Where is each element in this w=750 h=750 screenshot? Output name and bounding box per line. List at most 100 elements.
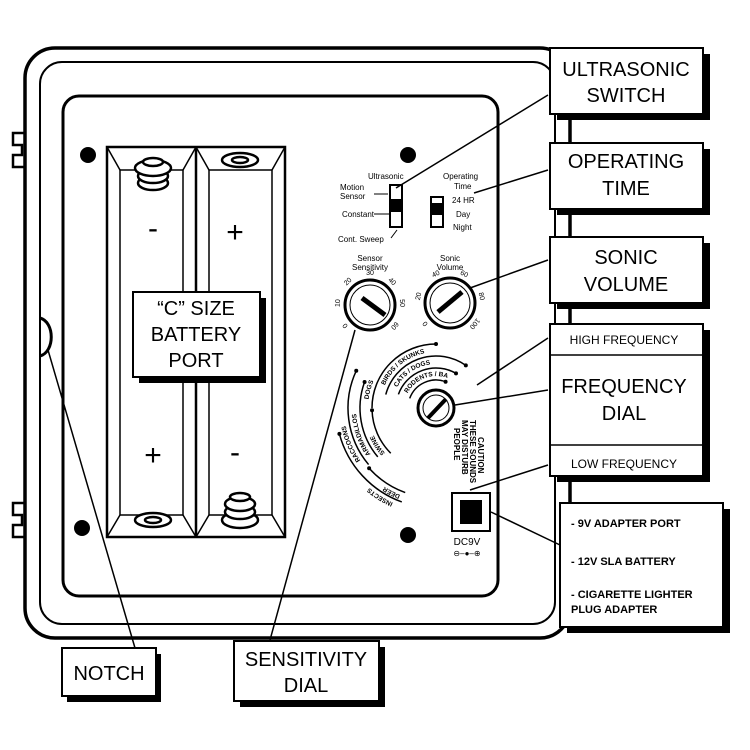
battery-contacts [133,151,260,530]
caution-line: MAY DISTURB [460,420,469,475]
hinge-tab-bottom [11,501,25,539]
operating-time-switch: Operating Time 24 HR Day Night [430,172,478,232]
polarity-mark: - [148,212,158,245]
sensitivity-knob-pointer [360,295,387,318]
svg-text:Volume: Volume [437,263,464,272]
tick-label: 10 [335,299,342,307]
switch-label-ultrasonic: Ultrasonic [368,172,404,181]
screw-hole [74,520,90,536]
tick-label: 40 [431,270,441,280]
polarity-mark: - [230,436,240,469]
frequency-band-arc [408,379,446,399]
caution-line: PEOPLE [452,428,461,461]
power-option: PLUG ADAPTER [571,604,657,616]
frequency-band-arc [359,381,379,458]
leader-lines [47,94,561,649]
caution-notice: CAUTION THESE SOUNDS MAY DISTURB PEOPLE [452,420,485,484]
polarity-marks: - + + - [144,212,244,472]
frequency-band-arc [371,343,437,409]
time-label-operating: Operating [443,172,478,181]
caution-line: CAUTION [476,437,485,474]
frequency-band-arrow [454,371,458,376]
time-switch-lever[interactable] [432,203,442,215]
volume-knob-pointer [436,290,464,314]
frequency-band-arrow [354,368,359,373]
callout-notch: NOTCH [61,647,161,702]
screw-hole [400,527,416,543]
svg-text:OPERATING: OPERATING [568,151,684,173]
frequency-band-arrow [367,466,372,471]
tick-label: 50 [398,299,405,307]
polarity-mark: + [226,216,244,249]
dc-label: DC9V [454,537,481,548]
frequency-band-arc [397,367,457,395]
callout-battery-port: “C” SIZE BATTERY PORT [132,291,266,383]
callout-sonic-volume: SONIC VOLUME [549,236,710,309]
flat-contact [133,511,173,529]
callout-ultrasonic-switch: ULTRASONIC SWITCH [549,47,710,120]
callout-sensitivity-dial: SENSITIVITY DIAL [233,640,385,707]
tick-label: 40 [386,277,397,288]
tick-label: 0 [342,322,350,330]
callout-frequency: HIGH FREQUENCY FREQUENCY DIAL LOW FREQUE… [549,323,710,482]
svg-text:TIME: TIME [602,178,650,200]
callout-power-options: - 9V ADAPTER PORT - 12V SLA BATTERY - CI… [559,502,730,633]
tick-label: 80 [477,292,485,301]
flat-contact [220,151,260,169]
dc-port: DC9V ⊖–●–⊕ [451,492,491,558]
notch [39,316,53,358]
tick-label: 0 [422,320,430,328]
hinge-tab-top [11,131,25,169]
frequency-dial [416,388,456,428]
time-label-day: Day [456,210,470,219]
frequency-dial-label: FREQUENCY [561,376,687,398]
tick-label: 20 [415,292,423,301]
power-option: - CIGARETTE LIGHTER [571,589,693,601]
frequency-band-arc [347,370,370,466]
polarity-mark: + [144,439,162,472]
switch-lever[interactable] [391,199,401,212]
svg-text:Sensitivity: Sensitivity [352,263,388,272]
caution-line: THESE SOUNDS [468,420,477,484]
time-label-time: Time [454,182,472,191]
svg-text:NOTCH: NOTCH [73,663,144,685]
switch-label-constant: Constant [342,210,375,219]
switch-label-motion: Motion [340,183,364,192]
svg-text:VOLUME: VOLUME [584,274,668,296]
switch-label-sweep: Cont. Sweep [338,235,384,244]
svg-text:SWITCH: SWITCH [587,85,666,107]
high-frequency-label: HIGH FREQUENCY [570,333,679,347]
dc-polarity-symbol: ⊖–●–⊕ [453,549,480,558]
low-frequency-label: LOW FREQUENCY [571,457,677,471]
frequency-band-arrow [463,363,468,368]
frequency-knob-pointer [426,397,448,420]
svg-text:PORT: PORT [168,350,223,372]
frequency-band-arrow [434,342,438,346]
svg-text:“C” SIZE: “C” SIZE [157,298,235,320]
svg-text:SENSITIVITY: SENSITIVITY [245,649,367,671]
svg-text:SONIC: SONIC [594,247,657,269]
frequency-band-arrow [370,408,375,413]
screw-hole [80,147,96,163]
screw-holes [74,147,416,543]
frequency-band-arrow [362,380,367,385]
frequency-band-arrow [337,431,342,436]
switch-label-sensor: Sensor [340,192,366,201]
spring-contact [220,491,260,530]
frequency-band-arc [385,355,467,395]
power-option: - 9V ADAPTER PORT [571,518,681,530]
tick-label: 30 [366,270,374,277]
dc-port-socket[interactable] [451,492,491,532]
frequency-band-arc [371,410,392,454]
svg-text:Sonic: Sonic [440,254,460,263]
svg-text:DIAL: DIAL [284,675,328,697]
svg-text:DIAL: DIAL [602,403,646,425]
time-label-24hr: 24 HR [452,196,475,205]
callout-operating-time: OPERATING TIME [549,142,710,215]
tick-label: 60 [389,320,399,331]
time-label-night: Night [453,223,472,232]
